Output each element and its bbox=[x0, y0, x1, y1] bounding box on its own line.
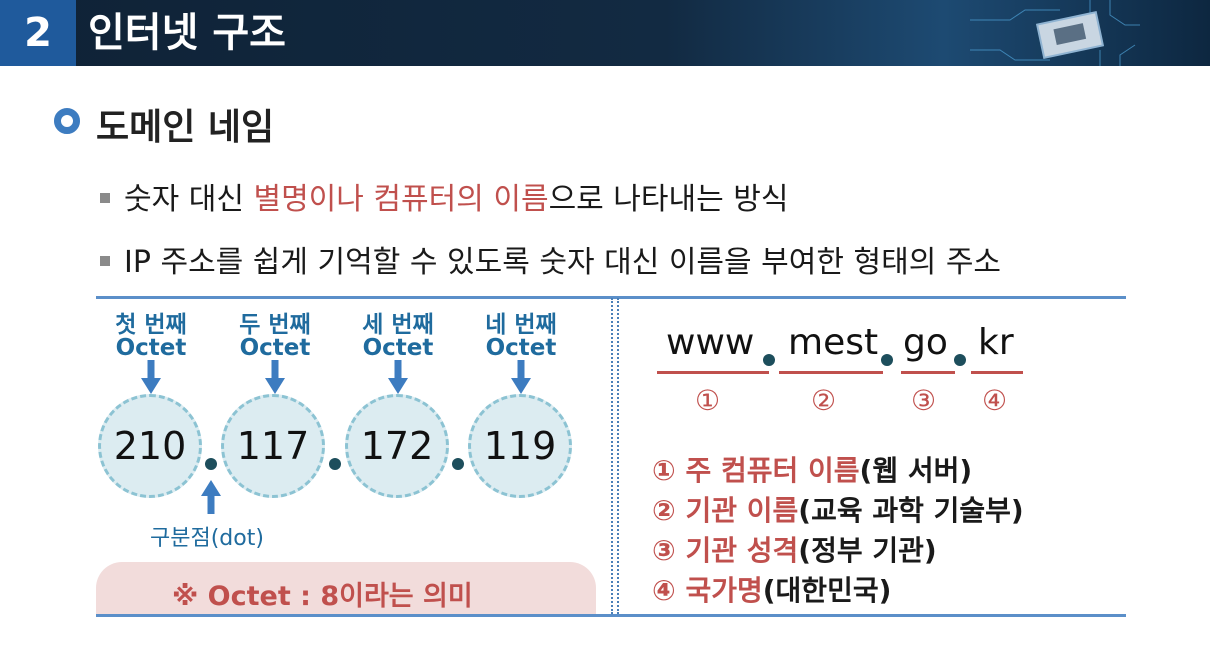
section-number: 2 bbox=[0, 0, 76, 66]
domain-number: ② bbox=[811, 384, 837, 417]
circuit-chip-decoration bbox=[970, 0, 1140, 66]
separator-label: 구분점(dot) bbox=[150, 526, 264, 551]
legend-item-1: ① 주 컴퓨터 이름(웹 서버) bbox=[652, 454, 973, 487]
bullet-line-2: IP 주소를 쉽게 기억할 수 있도록 숫자 대신 이름을 부여한 형태의 주소 bbox=[100, 237, 1001, 281]
domain-underline bbox=[657, 371, 769, 374]
separator-dot bbox=[205, 458, 217, 470]
panel-bottom-border bbox=[96, 614, 1126, 617]
down-arrow-icon bbox=[141, 360, 161, 394]
domain-underline bbox=[779, 371, 883, 374]
square-bullet-icon bbox=[100, 192, 110, 203]
separator-dot bbox=[329, 458, 341, 470]
legend-item-2: ② 기관 이름(교육 과학 기술부) bbox=[652, 494, 1024, 527]
bullet-text: 숫자 대신 bbox=[124, 182, 254, 217]
bullet-line-1: 숫자 대신 별명이나 컴퓨터의 이름으로 나타내는 방식 bbox=[100, 174, 788, 218]
octet-circle-2: 117 bbox=[221, 394, 325, 498]
domain-part-go: go bbox=[903, 322, 948, 363]
octet-circle-4: 119 bbox=[468, 394, 572, 498]
domain-part-kr: kr bbox=[978, 322, 1014, 363]
domain-underline bbox=[901, 371, 955, 374]
panel-top-border bbox=[96, 296, 1126, 299]
legend-item-4: ④ 국가명(대한민국) bbox=[652, 574, 892, 607]
domain-dot bbox=[881, 354, 893, 366]
up-arrow-icon bbox=[201, 480, 221, 514]
down-arrow-icon bbox=[388, 360, 408, 394]
octet-circle-1: 210 bbox=[98, 394, 202, 498]
bullet-text: IP 주소를 쉽게 기억할 수 있도록 숫자 대신 이름을 부여한 형태의 주소 bbox=[124, 245, 1002, 280]
panel-divider bbox=[617, 298, 619, 614]
domain-dot bbox=[954, 354, 966, 366]
panel-divider bbox=[611, 298, 613, 614]
heading-bullet-icon bbox=[54, 108, 80, 134]
note-box bbox=[96, 562, 596, 614]
section-heading: 도메인 네임 bbox=[96, 107, 275, 148]
octet-circle-3: 172 bbox=[345, 394, 449, 498]
page-title: 인터넷 구조 bbox=[88, 10, 286, 56]
separator-dot bbox=[452, 458, 464, 470]
domain-number: ④ bbox=[982, 384, 1008, 417]
domain-underline bbox=[971, 371, 1023, 374]
domain-part-www: www bbox=[666, 322, 755, 363]
down-arrow-icon bbox=[265, 360, 285, 394]
down-arrow-icon bbox=[511, 360, 531, 394]
note-text: ※ Octet : 8이라는 의미 bbox=[172, 581, 473, 612]
bullet-text: 으로 나타내는 방식 bbox=[548, 182, 789, 217]
domain-dot bbox=[763, 354, 775, 366]
domain-number: ③ bbox=[911, 384, 937, 417]
bullet-highlight: 별명이나 컴퓨터의 이름 bbox=[253, 182, 549, 217]
title-bar: 2 인터넷 구조 bbox=[0, 0, 1210, 66]
legend-item-3: ③ 기관 성격(정부 기관) bbox=[652, 534, 937, 567]
domain-part-mest: mest bbox=[788, 322, 879, 363]
square-bullet-icon bbox=[100, 255, 110, 266]
domain-number: ① bbox=[695, 384, 721, 417]
